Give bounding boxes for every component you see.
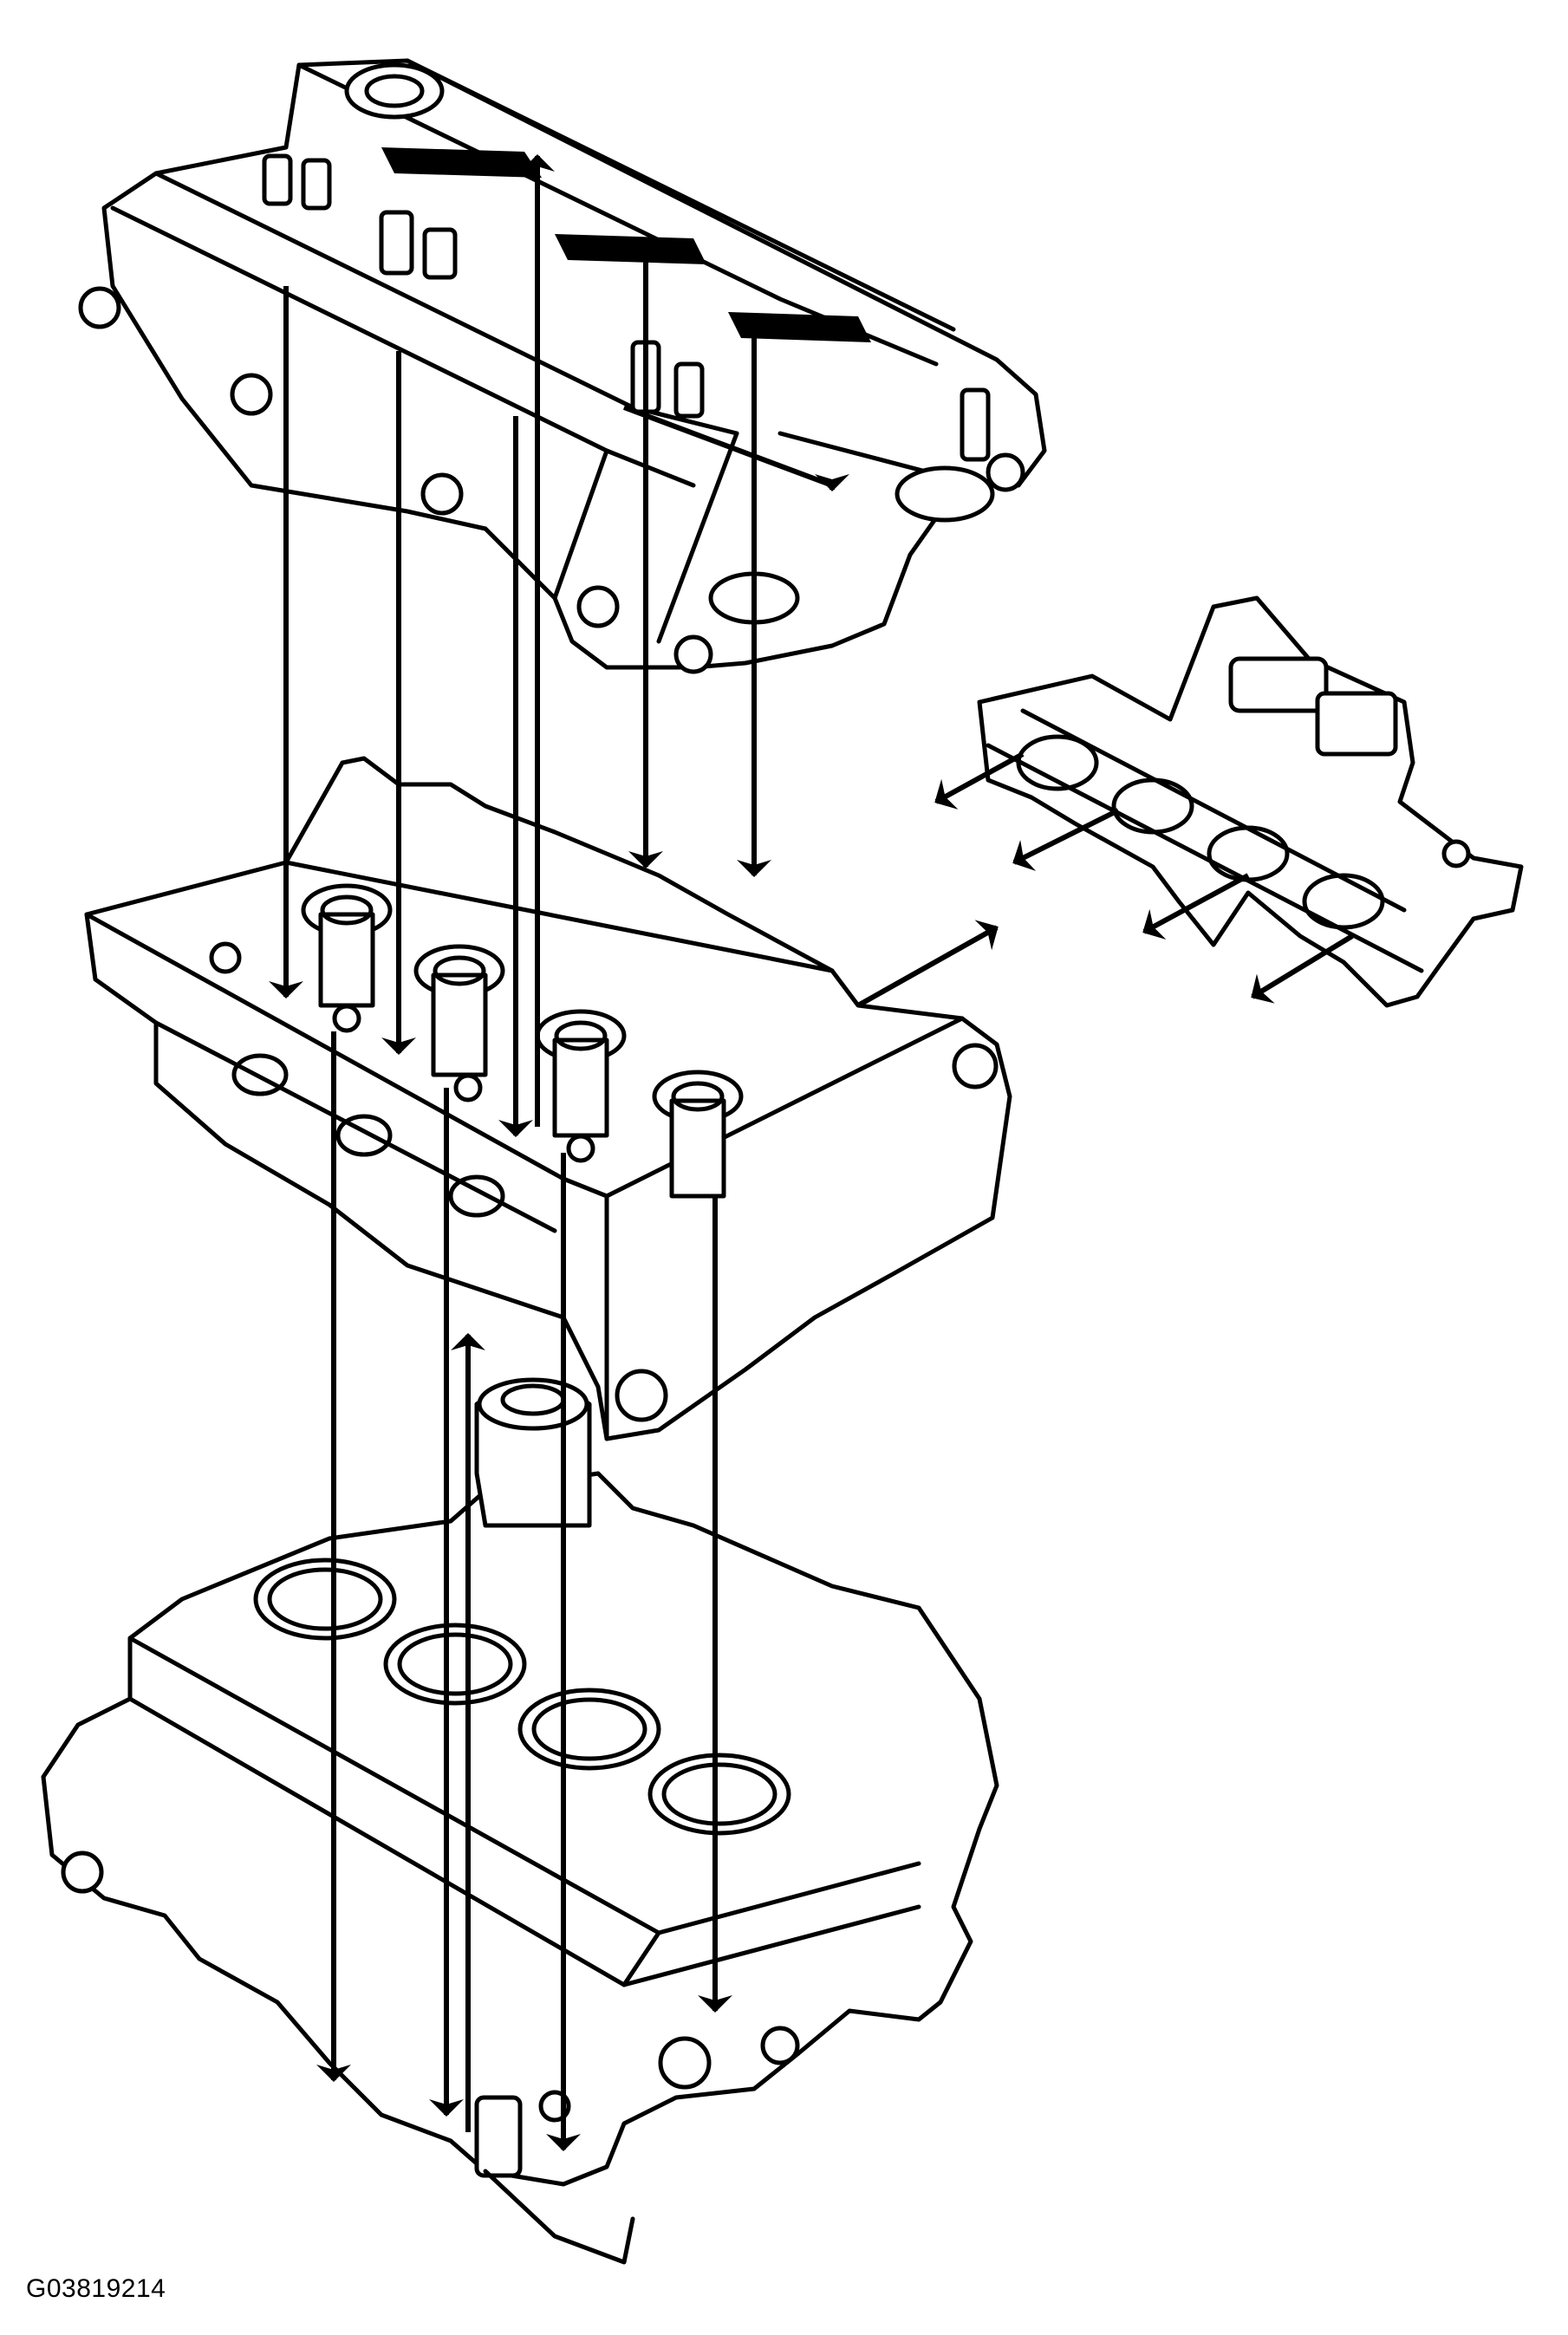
arrow-manifold-2 [1012,808,1120,871]
engine-block [41,1377,999,2265]
arrow-head-manifold [856,920,999,1008]
assembly-arrows [269,154,1354,2151]
arrow-manifold-3 [1142,873,1250,940]
arrow-manifold-1 [934,751,1025,810]
cylinder-head [84,756,1012,1441]
figure-id-label: G03819214 [26,2274,166,2303]
intake-manifold [977,595,1524,1008]
camshaft-cover [78,58,1047,674]
arrow-cover-inner [622,405,849,491]
arrow-manifold-4 [1251,933,1354,1004]
